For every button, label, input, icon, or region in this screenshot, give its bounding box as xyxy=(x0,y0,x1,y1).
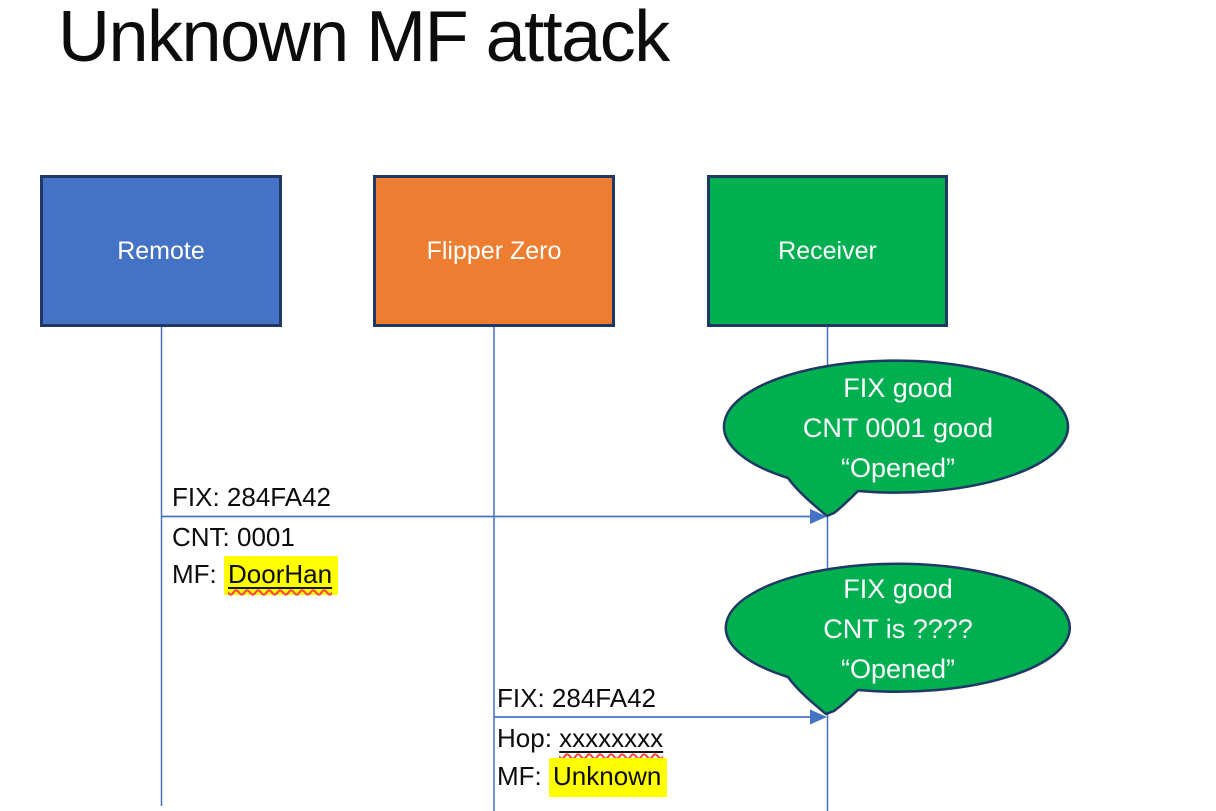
actor-box-receiver: Receiver xyxy=(707,175,948,327)
message-1-mf-value: DoorHan xyxy=(228,559,333,589)
callout-1-line-2: CNT 0001 good xyxy=(802,413,994,443)
actor-label-flipper-zero: Flipper Zero xyxy=(426,236,562,265)
callout-2-line-3: “Opened” xyxy=(840,654,956,684)
actor-box-flipper-zero: Flipper Zero xyxy=(373,175,615,327)
message-2-line-hop: Hop: xxxxxxxx xyxy=(497,723,663,753)
callout-1-text: FIX good CNT 0001 good “Opened” xyxy=(726,368,1070,488)
message-1-mf-prefix: MF: xyxy=(172,559,224,589)
callout-1-line-3: “Opened” xyxy=(840,453,956,483)
message-2-hop-value: xxxxxxxx xyxy=(559,723,664,753)
slide-title: Unknown MF attack xyxy=(58,0,670,77)
message-2-mf-prefix: MF: xyxy=(497,761,549,791)
callout-2-text: FIX good CNT is ???? “Opened” xyxy=(726,569,1070,689)
callout-2-line-2: CNT is ???? xyxy=(823,614,973,644)
callout-bubble-1 xyxy=(722,359,1070,518)
message-1-line-fix: FIX: 284FA42 xyxy=(172,482,331,512)
message-1-line-cnt: CNT: 0001 xyxy=(172,522,295,552)
message-1-mf-highlight: DoorHan xyxy=(224,556,339,595)
callout-1-line-1: FIX good xyxy=(843,373,953,403)
message-2-hop-prefix: Hop: xyxy=(497,723,560,753)
message-2-line-fix: FIX: 284FA42 xyxy=(497,683,656,713)
message-arrow-1-head xyxy=(810,509,827,524)
callout-bubble-2 xyxy=(724,562,1071,716)
callout-2-line-1: FIX good xyxy=(843,574,953,604)
actor-label-receiver: Receiver xyxy=(778,236,877,265)
message-2-mf-value: Unknown xyxy=(549,758,668,797)
actor-label-remote: Remote xyxy=(117,236,205,265)
message-arrow-2-head xyxy=(810,709,827,725)
message-1-line-mf: MF: DoorHan xyxy=(172,556,339,595)
message-2-line-mf: MF: Unknown xyxy=(497,758,668,797)
actor-box-remote: Remote xyxy=(40,175,282,327)
